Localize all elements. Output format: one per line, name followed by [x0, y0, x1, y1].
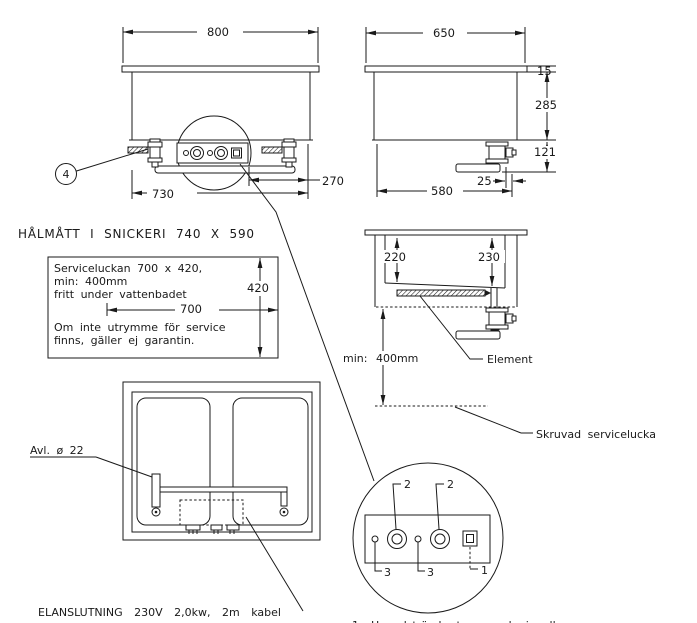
knob-icon	[387, 529, 407, 549]
side-dim-25-text: 25	[477, 174, 492, 188]
lamp-icon	[207, 150, 213, 156]
knob-icon	[214, 146, 228, 160]
hole-size-note: HÅLMÅTT I SNICKERI 740 X 590	[18, 226, 255, 241]
side-dim-25: 25	[477, 167, 526, 197]
section-dim-230-text: 230	[478, 250, 500, 264]
side-dim-15-text: 15	[537, 64, 552, 78]
side-view: 650 15 285	[364, 26, 561, 198]
service-dim-700: 700	[106, 302, 278, 316]
drain-label: Avl. ø 22	[30, 444, 153, 478]
section-dim-220: 220	[383, 238, 411, 282]
side-dim-650-text: 650	[433, 26, 455, 40]
clearance-dim: min: 400mm	[341, 309, 431, 405]
knob-icon	[430, 529, 450, 549]
lamp-icon	[414, 535, 422, 543]
switch-icon	[462, 530, 478, 547]
detail-label-knob-2: 2	[435, 478, 454, 530]
power-label-text: ELANSLUTNING 230V 2,0kw, 2m kabel	[38, 606, 281, 619]
side-drain-fitting	[455, 141, 517, 173]
service-dim-420-text: 420	[247, 281, 269, 295]
detail-label-3-text: 3	[384, 566, 391, 579]
plan-view: Avl. ø 22 ELANSLUTNING 230V 2,0kw, 2m ka…	[30, 381, 321, 619]
section-dim-220-text: 220	[384, 250, 406, 264]
section-dim-230: 230	[477, 238, 505, 286]
detail-panel	[364, 514, 491, 564]
side-dim-580-text: 580	[431, 184, 453, 198]
front-right-valve	[261, 138, 297, 168]
detail-label-knob-1: 2	[392, 478, 411, 530]
service-note-line2: min: 400mm	[54, 275, 127, 288]
front-dim-730: 730	[131, 144, 309, 201]
service-dim-420: 420	[244, 258, 277, 357]
detail-label-lamp-1: 3	[374, 542, 391, 579]
element-label-text: Element	[487, 353, 533, 366]
detail-view: 2 2 3 3 1 1. Huvudströmbrytare med signa…	[352, 462, 587, 623]
front-dim-270: 270	[248, 167, 344, 188]
detail-label-1-text: 1	[481, 564, 488, 577]
detail-label-3-text: 3	[427, 566, 434, 579]
plan-drain-piping	[151, 473, 289, 517]
switch-icon	[231, 147, 242, 159]
section-drain-fitting	[455, 288, 517, 340]
front-view: 800	[55, 25, 375, 482]
clearance-text: min: 400mm	[343, 352, 418, 365]
detail-label-lamp-2: 3	[417, 542, 434, 579]
plan-right-basin	[232, 397, 309, 526]
front-flange	[121, 65, 320, 73]
section-view: 220 230 min: 400mm	[341, 229, 656, 441]
element-label: Element	[419, 295, 533, 366]
front-dim-800: 800	[122, 25, 319, 63]
detail-label-switch: 1	[469, 547, 488, 577]
service-hatch-text: Skruvad servicelucka	[536, 428, 656, 441]
drain-label-text: Avl. ø 22	[30, 444, 84, 457]
front-drain-pipe	[154, 165, 296, 174]
side-flange	[364, 65, 528, 73]
side-dim-650: 650	[365, 26, 526, 63]
detail-caption: 1. Huvudströmbrytare med signallampa	[352, 619, 587, 623]
side-dim-580: 580	[376, 144, 512, 198]
plan-electrical-box	[179, 499, 244, 534]
service-note-line4: Om inte utrymme för service	[54, 321, 226, 334]
service-hatch-label: Skruvad servicelucka	[454, 406, 656, 441]
side-dim-285: 285	[519, 72, 561, 141]
service-note-line3: fritt under vattenbadet	[54, 288, 187, 301]
section-flange	[364, 229, 528, 236]
side-dim-121: 121	[502, 142, 561, 173]
front-dim-730-text: 730	[152, 187, 174, 201]
lamp-icon	[183, 150, 189, 156]
service-note-box: Serviceluckan 700 x 420, min: 400mm frit…	[47, 256, 279, 359]
service-note-line1: Serviceluckan 700 x 420,	[54, 262, 202, 275]
knob-icon	[190, 146, 204, 160]
plan-left-basin	[136, 397, 211, 526]
balloon-4: 4	[55, 148, 149, 185]
detail-leader-line	[239, 163, 375, 482]
front-left-valve	[127, 138, 163, 168]
front-dim-270-text: 270	[322, 174, 344, 188]
balloon-4-text: 4	[63, 168, 70, 181]
detail-label-2-text: 2	[404, 478, 411, 491]
service-note-line5: finns, gäller ej garantin.	[54, 334, 194, 347]
side-dim-121-text: 121	[534, 145, 556, 159]
front-control-panel	[176, 142, 249, 164]
power-label: ELANSLUTNING 230V 2,0kw, 2m kabel	[38, 516, 304, 619]
detail-label-2-text: 2	[447, 478, 454, 491]
detail-circle	[352, 462, 504, 614]
heating-element	[396, 289, 491, 297]
service-dim-700-text: 700	[180, 302, 202, 316]
side-dim-285-text: 285	[535, 98, 557, 112]
front-dim-800-text: 800	[207, 25, 229, 39]
side-dim-15: 15	[527, 64, 556, 78]
lamp-icon	[371, 535, 379, 543]
